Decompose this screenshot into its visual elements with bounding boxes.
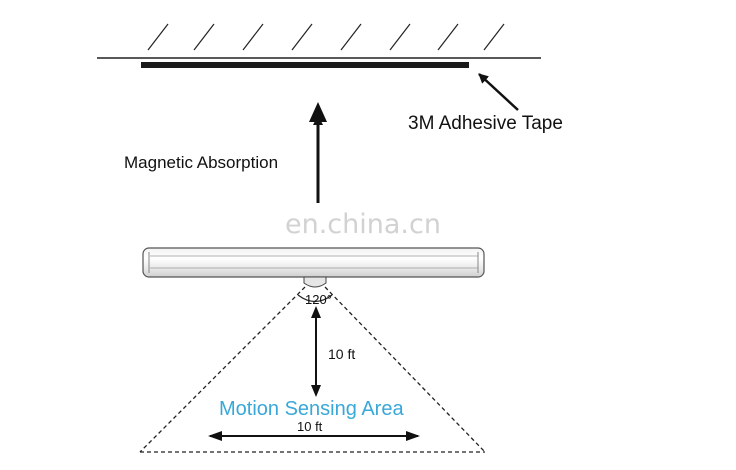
tape-pointer-arrow <box>478 73 519 111</box>
magnetic-label: Magnetic Absorption <box>124 153 278 172</box>
adhesive-tape-strip <box>141 62 469 68</box>
light-tube <box>142 247 485 278</box>
angle-label: 120° <box>305 292 332 307</box>
watermark: en.china.cn <box>285 209 441 240</box>
motion-sensor <box>303 276 327 288</box>
horizontal-distance-label: 10 ft <box>297 419 323 434</box>
ceiling-hatch <box>147 23 505 51</box>
tape-label: 3M Adhesive Tape <box>408 113 563 134</box>
horizontal-arrow-right-head <box>406 431 420 441</box>
magnetic-arrow-head <box>309 102 327 122</box>
sensing-area-label: Motion Sensing Area <box>219 398 404 420</box>
vertical-arrow-bottom-head <box>311 385 321 397</box>
vertical-arrow-top-head <box>311 306 321 318</box>
horizontal-arrow-left-head <box>208 431 222 441</box>
vertical-distance-label: 10 ft <box>328 346 355 362</box>
angle-arc <box>297 294 333 303</box>
detection-cone <box>139 286 486 453</box>
